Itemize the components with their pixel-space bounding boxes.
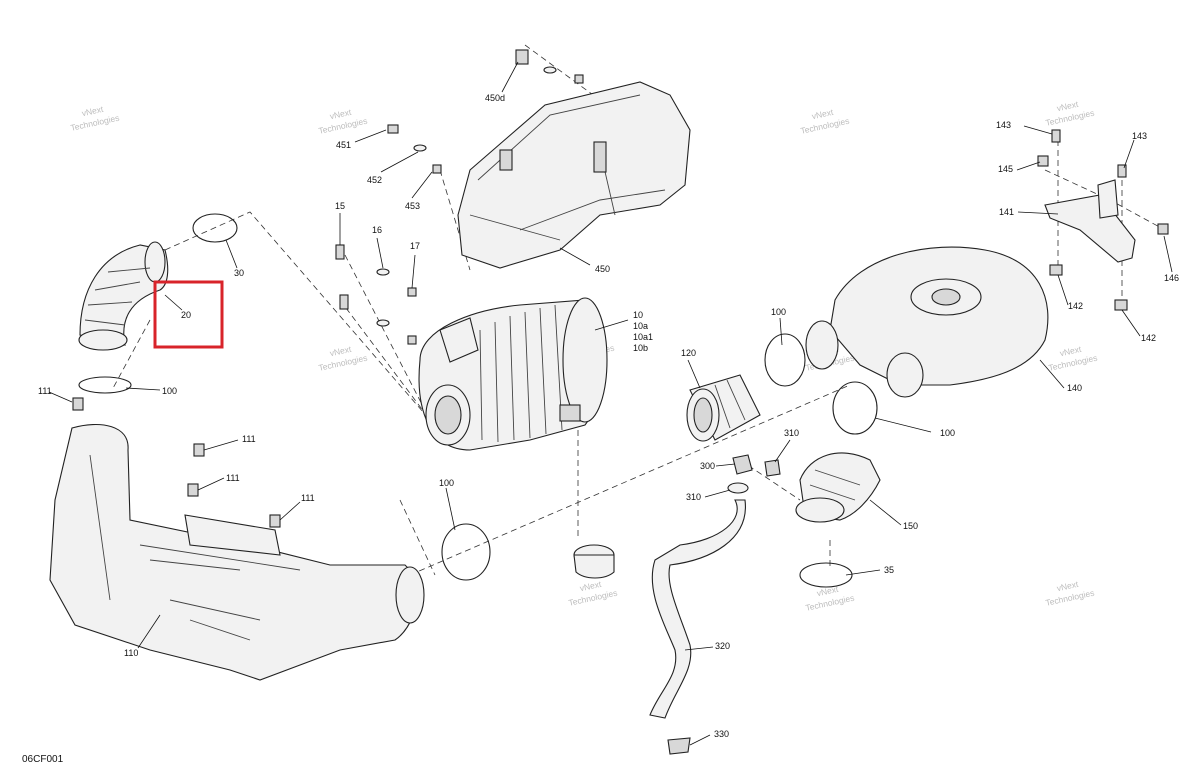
callout-15: 15 [335,201,345,211]
elbow-duct-20 [78,241,169,351]
callout-20: 20 [181,310,191,320]
hose-150 [795,452,881,523]
callout-452: 452 [367,175,382,185]
callout-110: 110 [124,648,138,658]
svg-text:vNext: vNext [1059,344,1083,358]
svg-text:Technologies: Technologies [1045,588,1096,608]
bracket-141 [1044,179,1136,263]
callout-16: 16 [372,225,382,235]
callout-10a: 10a [633,321,648,331]
callout-142-right: 142 [1141,333,1156,343]
callout-320: 320 [715,641,730,651]
callout-142-left: 142 [1068,301,1083,311]
callout-111-lower: 111 [301,493,315,503]
callout-451: 451 [336,140,351,150]
callout-100-right: 100 [940,428,955,438]
diagram-code: 06CF001 [22,754,64,765]
callout-labels: 450d 451 452 453 450 15 16 17 10 10a 10a… [38,93,1179,739]
leader-lines [48,61,1173,746]
callout-10b: 10b [633,343,648,353]
callout-143-right: 143 [1132,131,1147,141]
callout-141: 141 [999,207,1014,217]
svg-text:Technologies: Technologies [70,113,121,133]
callout-120: 120 [681,348,696,358]
callout-310-upper: 310 [784,428,799,438]
callout-143-left: 143 [996,120,1011,130]
callout-17: 17 [410,241,420,251]
svg-text:vNext: vNext [1056,99,1080,113]
svg-text:Technologies: Technologies [805,593,856,613]
callout-111-upper: 111 [242,434,256,444]
callout-145: 145 [998,164,1013,174]
callout-100-center: 100 [439,478,454,488]
svg-text:Technologies: Technologies [800,116,851,136]
svg-text:Technologies: Technologies [1048,353,1099,373]
callout-10a1: 10a1 [633,332,653,342]
callout-111-left: 111 [38,386,52,396]
callout-453: 453 [405,201,420,211]
resonator-140 [805,246,1049,398]
air-filter-10 [418,297,608,451]
callout-140: 140 [1067,383,1082,393]
svg-text:vNext: vNext [579,579,603,593]
callout-450d: 450d [485,93,505,103]
callout-100-left: 100 [162,386,177,396]
callout-450: 450 [595,264,610,274]
highlight-box [153,280,224,349]
svg-text:vNext: vNext [1056,579,1080,593]
callout-35: 35 [884,565,894,575]
callout-100-top: 100 [771,307,786,317]
coupler-120 [686,374,761,442]
svg-text:vNext: vNext [329,107,353,121]
airbox-cover-450 [457,81,691,269]
callout-310-lower: 310 [686,492,701,502]
callout-150: 150 [903,521,918,531]
callout-300: 300 [700,461,715,471]
callout-30: 30 [234,268,244,278]
callout-330: 330 [714,729,729,739]
callout-111-middle: 111 [226,473,240,483]
tube-320 [649,499,746,755]
svg-text:vNext: vNext [811,107,835,121]
svg-text:Technologies: Technologies [318,116,369,136]
callout-146: 146 [1164,273,1179,283]
svg-text:Technologies: Technologies [568,588,619,608]
svg-text:vNext: vNext [329,344,353,358]
svg-text:vNext: vNext [81,104,105,118]
callout-10: 10 [633,310,643,320]
svg-text:Technologies: Technologies [1045,108,1096,128]
intake-duct-110 [49,423,425,681]
clamps [78,213,878,588]
svg-text:Technologies: Technologies [318,353,369,373]
